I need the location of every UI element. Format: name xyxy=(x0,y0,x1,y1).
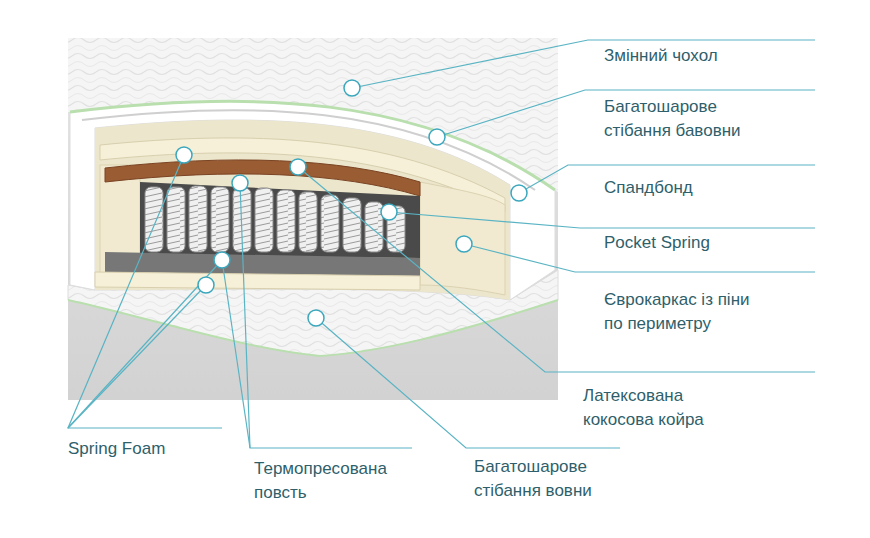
spring xyxy=(145,187,163,252)
leader-line xyxy=(68,285,206,428)
callout-label: Латексована кокосова койра xyxy=(583,384,723,432)
leader-line xyxy=(352,40,815,88)
pocket-springs xyxy=(145,186,405,252)
spring xyxy=(255,188,273,252)
callout-marker xyxy=(429,129,445,145)
leader-line xyxy=(68,260,222,428)
callout-marker xyxy=(214,252,230,268)
leader-line xyxy=(298,167,815,372)
leader-line xyxy=(68,155,222,428)
callout-label: Спандбонд xyxy=(604,176,804,200)
spring xyxy=(277,190,295,252)
cover-section xyxy=(70,101,555,300)
foam-core xyxy=(95,120,510,300)
callout-label: Pocket Spring xyxy=(604,231,804,255)
leader-line xyxy=(389,212,815,228)
callout-label: Змінний чохол xyxy=(604,44,824,68)
callout-label: Єврокаркас із піни по периметру xyxy=(604,288,754,336)
callout-marker xyxy=(381,204,397,220)
callout-marker xyxy=(308,310,324,326)
leader-line xyxy=(222,260,250,448)
callout-marker xyxy=(344,80,360,96)
leader-line xyxy=(240,183,412,448)
bottom-foam xyxy=(95,272,420,290)
callout-label: Термопресована повсть xyxy=(254,457,404,505)
spring xyxy=(299,192,317,252)
leader-line xyxy=(316,318,620,448)
callout-label: Багатошарове стібання бавовни xyxy=(604,95,774,143)
spring xyxy=(167,187,185,252)
callout-label: Spring Foam xyxy=(68,437,228,461)
leader-lines xyxy=(68,40,815,448)
spring xyxy=(211,187,229,252)
side-foam xyxy=(420,182,505,295)
spring-cavity xyxy=(140,182,420,258)
callout-marker xyxy=(456,236,472,252)
callout-markers xyxy=(176,80,527,326)
spring xyxy=(321,195,339,252)
backdrop xyxy=(68,38,558,400)
callout-marker xyxy=(198,277,214,293)
callout-label: Багатошарове стібання вовни xyxy=(474,455,644,503)
callout-marker xyxy=(232,175,248,191)
callout-marker xyxy=(511,185,527,201)
spring xyxy=(189,186,207,252)
callout-marker xyxy=(290,159,306,175)
spring xyxy=(365,202,383,252)
callout-marker xyxy=(176,147,192,163)
